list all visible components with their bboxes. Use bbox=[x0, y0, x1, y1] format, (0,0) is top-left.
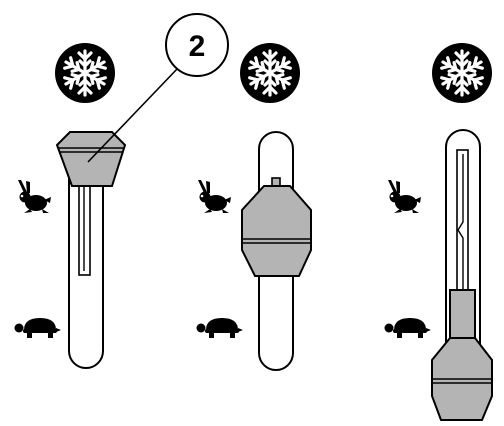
callout-leader bbox=[87, 67, 179, 163]
lever-knob bbox=[431, 289, 493, 421]
slot-edge bbox=[457, 154, 464, 290]
snowflake-icon bbox=[55, 43, 115, 103]
callout-number: 2 bbox=[189, 30, 206, 63]
snowflake-icon bbox=[432, 43, 492, 103]
rabbit-icon bbox=[198, 180, 231, 213]
rabbit-icon bbox=[388, 180, 421, 213]
panel-3 bbox=[384, 43, 493, 421]
rabbit-icon bbox=[18, 180, 51, 213]
turtle-icon bbox=[14, 318, 61, 338]
callout-badge: 2 bbox=[165, 13, 229, 77]
snowflake-icon bbox=[240, 43, 300, 103]
turtle-icon bbox=[384, 318, 431, 338]
panel-2 bbox=[196, 43, 312, 371]
panel-1: 2 bbox=[14, 13, 229, 369]
turtle-icon bbox=[196, 318, 243, 338]
lever-knob bbox=[241, 177, 312, 277]
